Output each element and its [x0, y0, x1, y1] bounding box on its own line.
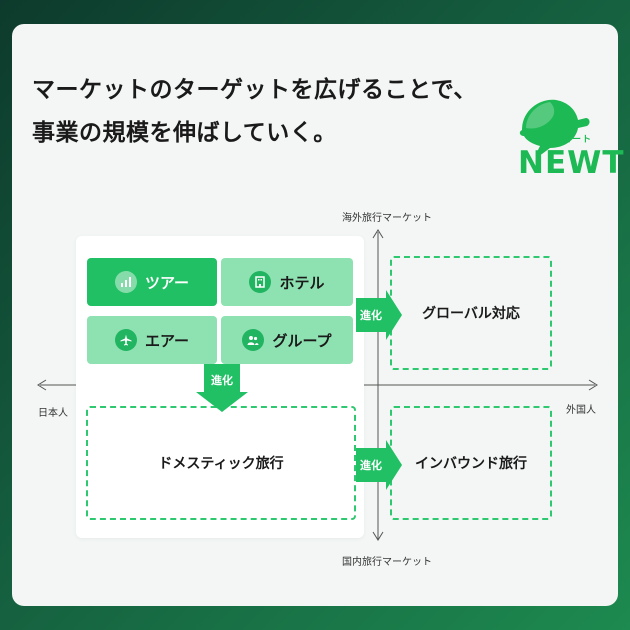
arrow-label: 進化	[211, 373, 233, 387]
headline-line-1: マーケットのターゲットを広げることで、	[32, 77, 477, 103]
arrow-label: 進化	[360, 458, 382, 472]
axis-arrow-down-icon	[372, 531, 384, 541]
arrow-down-domestic-icon: 進化	[196, 364, 248, 412]
target-domestic-label: ドメスティック旅行	[158, 456, 284, 472]
hotel-icon	[249, 271, 272, 293]
target-inbound-label: インバウンド旅行	[415, 456, 527, 472]
axis-label-right: 外国人	[566, 405, 596, 416]
product-air: エアー	[87, 316, 217, 364]
arrow-right-inbound-icon: 進化	[356, 440, 402, 490]
arrow-right-global-icon: 進化	[356, 290, 402, 340]
product-tour: ツアー	[87, 258, 217, 306]
product-label: エアー	[144, 331, 190, 350]
axis-label-bottom: 国内旅行マーケット	[342, 557, 432, 568]
headline-line-2: 事業の規模を伸ばしていく。	[32, 120, 337, 146]
product-label: ホテル	[279, 273, 325, 292]
axis-arrow-up-icon	[372, 229, 384, 239]
axis-label-top: 海外旅行マーケット	[342, 213, 432, 224]
product-label: グループ	[272, 331, 332, 350]
product-label: ツアー	[144, 273, 190, 292]
product-hotel: ホテル	[221, 258, 353, 306]
airplane-icon	[114, 329, 137, 351]
logo-wordmark: NEWT	[518, 145, 625, 181]
target-global-label: グローバル対応	[422, 306, 520, 322]
turtle-logo-icon	[519, 99, 590, 155]
bar-chart-icon	[114, 271, 137, 293]
axis-arrow-left-icon	[37, 379, 47, 391]
group-icon	[242, 329, 265, 351]
axis-label-left: 日本人	[38, 408, 68, 419]
product-group: グループ	[221, 316, 353, 364]
arrow-label: 進化	[360, 308, 382, 322]
axis-arrow-right-icon	[588, 379, 598, 391]
logo-subtext: ニュート	[552, 135, 593, 145]
